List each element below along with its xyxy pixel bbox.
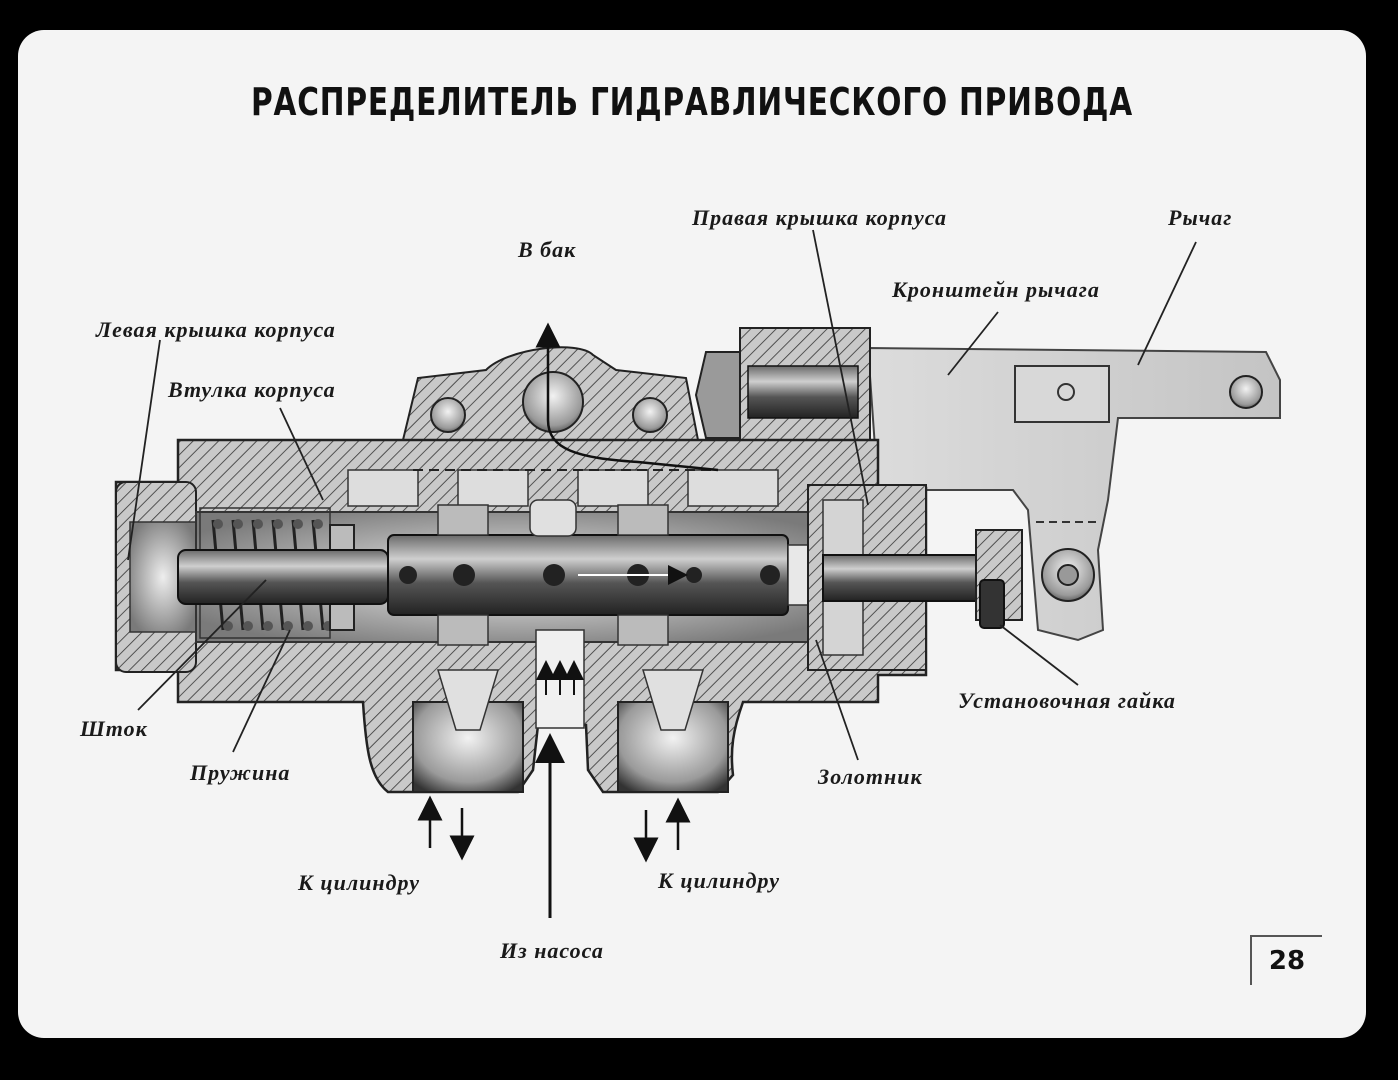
label-rod: Шток: [80, 716, 148, 741]
label-adjusting-nut: Установочная гайка: [958, 688, 1176, 713]
page-title: РАСПРЕДЕЛИТЕЛЬ ГИДРАВЛИЧЕСКОГО ПРИВОДА: [251, 80, 1133, 124]
cap-nut: [694, 351, 741, 439]
label-from-pump: Из насоса: [500, 938, 604, 963]
leader-lines: [127, 229, 1197, 761]
label-lever: Рычаг: [1168, 205, 1233, 230]
label-right-cover: Правая крышка корпуса: [692, 205, 947, 230]
adjusting-nut: [979, 579, 1005, 629]
label-to-cylinder-left: К цилиндру: [298, 870, 421, 895]
label-lever-bracket: Кронштейн рычага: [892, 277, 1100, 302]
lever-clamp: [1014, 365, 1110, 423]
label-to-cylinder-right: К цилиндру: [658, 868, 781, 893]
slide-panel: РАСПРЕДЕЛИТЕЛЬ ГИДРАВЛИЧЕСКОГО ПРИВОДА В…: [18, 30, 1366, 1038]
output-shaft: [822, 554, 994, 602]
lever-bracket: [866, 346, 1281, 642]
label-housing-sleeve: Втулка корпуса: [168, 377, 336, 402]
flow-to-tank: [535, 322, 719, 472]
label-spring: Пружина: [190, 760, 291, 785]
distributor-diagram: [114, 229, 1281, 918]
label-left-cover: Левая крышка корпуса: [96, 317, 336, 342]
rod: [177, 549, 389, 605]
page-number: 28: [1250, 935, 1322, 985]
lever-pivot: [1229, 375, 1263, 409]
label-spool: Золотник: [818, 764, 923, 789]
label-tank: В бак: [518, 237, 577, 262]
